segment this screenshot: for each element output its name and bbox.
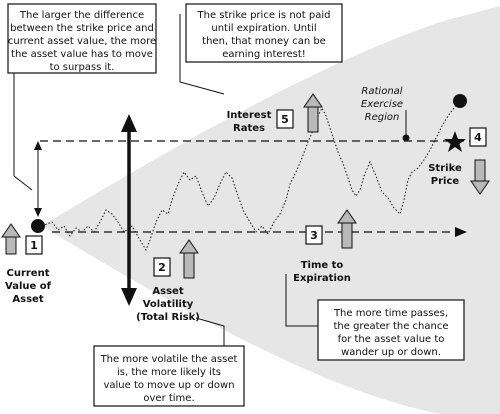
callout-time-leader (285, 274, 318, 327)
callout-difference-line-4: the asset value has to move (11, 49, 153, 60)
callout-volatile-line-1: The more volatile the asset (100, 354, 238, 365)
callout-time-line-3: for the asset value to (338, 334, 445, 345)
difference-arrowhead-top (34, 141, 42, 150)
callout-volatile-box (93, 345, 245, 407)
callout-time-line-2: the greater the chance (333, 321, 448, 332)
factor-2-box (153, 257, 171, 277)
factor-1-label-2: Value of (5, 281, 52, 292)
factor-4-box (469, 127, 487, 147)
rational-exercise-dot (402, 134, 410, 142)
callout-volatile-line-4: over time. (143, 393, 194, 404)
callout-difference-line-2: between the strike price and (10, 23, 154, 34)
time-axis-arrowhead (455, 227, 467, 237)
factor-4-label-1: Strike (428, 163, 462, 174)
up-arrow-head (179, 239, 199, 254)
up-arrow-head (337, 209, 357, 224)
callout-strike-line-3: then, that money can be (202, 36, 326, 47)
up-arrow-icon (307, 105, 319, 133)
callout-strike-line-2: until expiration. Until (211, 23, 316, 34)
factor-4-label-2: Price (431, 176, 460, 187)
callout-time-line-1: The more time passes, (333, 308, 448, 319)
factor-5-label-2: Rates (233, 123, 265, 134)
factor-5-label-1: Interest (227, 110, 272, 121)
volatility-arrowhead-top (121, 114, 137, 132)
up-arrow-icon (341, 221, 353, 249)
factor-3-box (305, 225, 323, 245)
callout-time-box (317, 299, 465, 361)
factor-5-box (276, 109, 294, 129)
down-arrow-head (470, 180, 490, 195)
callout-strike-box (185, 3, 343, 63)
down-arrow-icon (474, 159, 486, 183)
up-arrow-head (303, 93, 323, 108)
rational-exercise-label-3: Region (365, 112, 400, 123)
volatility-arrowhead-bottom (121, 288, 137, 306)
end-value-dot (453, 94, 467, 108)
up-arrow-icon (183, 251, 195, 279)
callout-difference-box (7, 3, 157, 74)
factor-1-label-1: Current (6, 268, 49, 279)
factor-3-number: 3 (310, 229, 318, 242)
callout-volatile-leader (195, 317, 225, 346)
factor-4-number: 4 (474, 131, 482, 144)
factor-5-number: 5 (281, 113, 289, 126)
factor-1-number: 1 (30, 239, 38, 252)
factor-3-label-1: Time to (301, 260, 344, 271)
factor-1-label-3: Asset (12, 294, 43, 305)
callout-time-line-4: wander up or down. (341, 347, 441, 358)
factor-2-label-1: Asset (152, 286, 183, 297)
up-arrow-icon (5, 235, 17, 255)
current-value-dot (31, 219, 45, 233)
asset-price-path (41, 101, 460, 252)
rational-exercise-label-1: Rational (361, 86, 402, 97)
factor-2-label-3: (Total Risk) (136, 312, 200, 323)
factor-2-number: 2 (158, 261, 166, 274)
up-arrow-head (1, 223, 21, 238)
callout-strike-leader (179, 14, 225, 95)
rational-exercise-label-2: Exercise (361, 99, 403, 110)
strike-star-icon (444, 131, 466, 152)
callout-difference-leader (13, 73, 33, 191)
callout-volatile-line-3: value to move up or down (103, 380, 234, 391)
callout-strike-line-4: earning interest! (222, 49, 306, 60)
factor-3-label-2: Expiration (293, 273, 351, 284)
factor-1-box (25, 235, 43, 255)
difference-arrowhead-bottom (34, 208, 42, 217)
callout-difference-line-5: to surpass it. (50, 62, 115, 73)
callout-volatile-line-2: is, the more likely its (117, 367, 221, 378)
callout-difference-line-1: The larger the difference (19, 10, 144, 21)
callout-difference-line-3: current asset value, the more (8, 36, 156, 47)
factor-2-label-2: Volatility (143, 299, 194, 310)
callout-strike-line-1: The strike price is not paid (197, 10, 331, 21)
